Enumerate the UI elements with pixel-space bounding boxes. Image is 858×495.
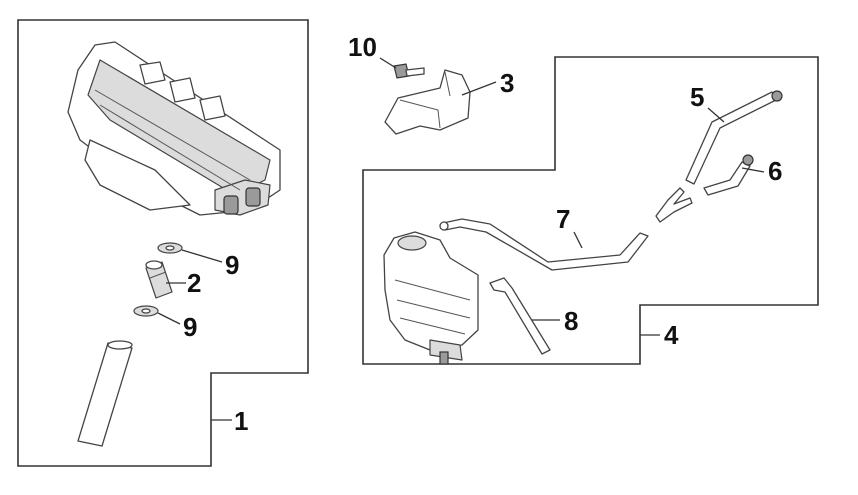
group-4-frame [362, 56, 819, 365]
callout-5: 5 [690, 82, 704, 112]
leader-line-9b [157, 312, 181, 325]
callout-6: 6 [768, 156, 782, 186]
leader-line-5 [707, 107, 725, 123]
hose-part-long [439, 218, 649, 271]
bracket-part [384, 69, 471, 135]
callout-8: 8 [564, 306, 578, 336]
leader-line-6 [741, 167, 765, 173]
hose-part-upper [685, 90, 783, 185]
callout-1: 1 [234, 406, 248, 436]
leader-line-9a [181, 249, 223, 263]
hose-part-short [703, 154, 754, 196]
group-1-frame [17, 19, 309, 467]
callout-2: 2 [187, 268, 201, 298]
leader-line-7 [573, 231, 583, 249]
callout-4: 4 [664, 320, 679, 350]
leader-line-3 [461, 81, 497, 96]
callout-7: 7 [556, 204, 570, 234]
bolt-part [393, 63, 425, 79]
washer-part-lower [133, 305, 159, 317]
joint-part [145, 260, 173, 299]
washer-part-upper [157, 242, 183, 254]
pipe-part [77, 340, 133, 447]
callout-9-lower: 9 [183, 312, 197, 342]
callout-3: 3 [500, 68, 514, 98]
callout-10: 10 [348, 32, 377, 62]
callout-9-upper: 9 [225, 250, 239, 280]
hose-part-bent [489, 277, 551, 355]
leader-line-10 [379, 57, 397, 69]
fuel-tank-part [67, 41, 281, 216]
canister-part [383, 231, 479, 365]
y-joint-part [655, 187, 693, 223]
